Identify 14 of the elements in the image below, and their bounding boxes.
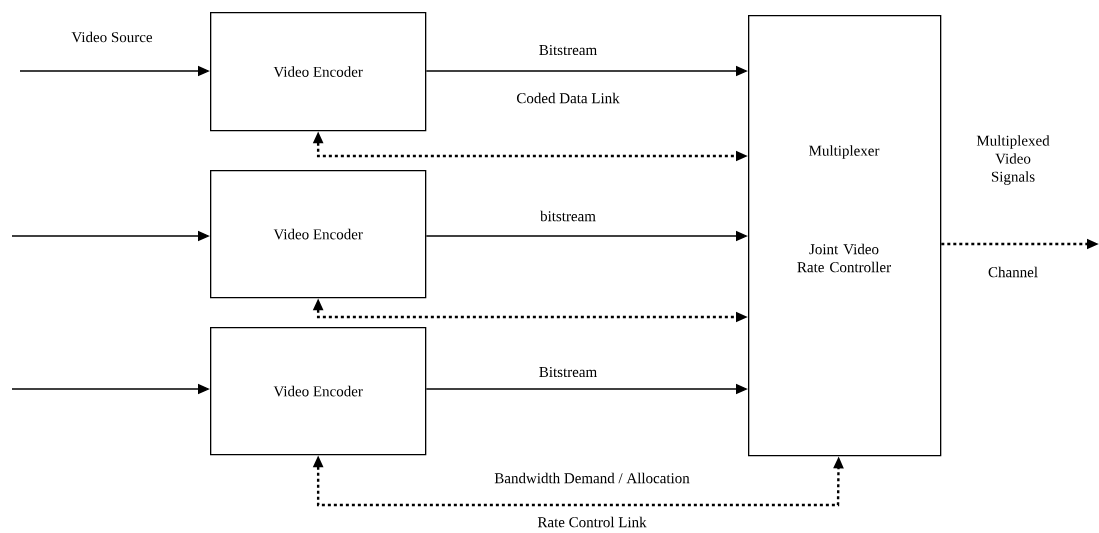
- edge-label: Bitstream: [539, 366, 597, 378]
- edge-label: Bitstream: [539, 44, 597, 56]
- box-text: Joint Video Rate Controller: [797, 243, 891, 273]
- edge-label: Multiplexed Video Signals: [976, 135, 1050, 185]
- encoder-box: Video Encoder: [210, 327, 427, 456]
- encoder-box: Video Encoder: [210, 12, 427, 132]
- encoder-box: Video Encoder: [210, 170, 427, 299]
- edge-label: Video Source: [71, 31, 153, 43]
- link-label: Rate Control Link: [537, 516, 647, 528]
- link-label: Channel: [988, 266, 1038, 278]
- link-label: Coded Data Link: [516, 92, 620, 104]
- edge-label: bitstream: [540, 210, 596, 222]
- box-text: Multiplexer: [809, 145, 880, 159]
- edge-label: Bandwidth Demand / Allocation: [494, 472, 690, 484]
